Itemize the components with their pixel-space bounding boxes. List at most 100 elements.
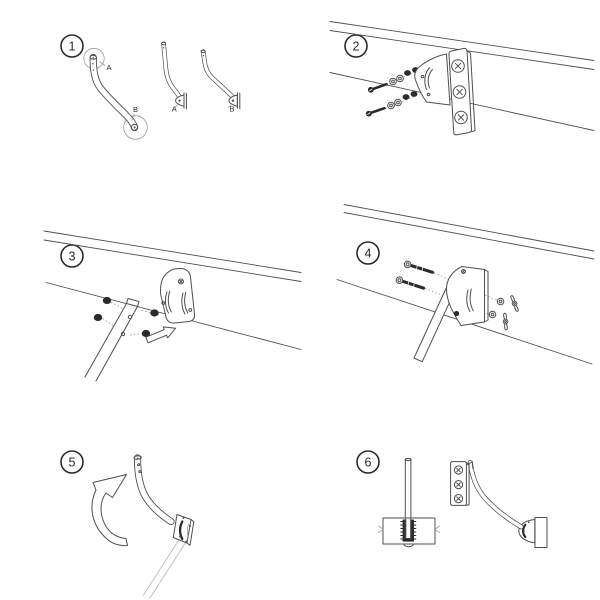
step-4-illustration: 4	[336, 204, 595, 365]
step-3-illustration: 3	[43, 230, 302, 382]
fascia-side	[534, 517, 548, 548]
arm-option-a: A	[161, 41, 187, 114]
label-b-leader	[131, 113, 135, 121]
label-end-a: A	[107, 63, 112, 72]
bracket-slots	[164, 290, 189, 315]
bolt-guides	[424, 272, 499, 315]
plate-screw	[453, 465, 464, 475]
bracket-hole	[453, 310, 460, 317]
step-3-badge: 3	[60, 244, 84, 268]
cap-nut	[404, 70, 411, 76]
center-tick-left	[378, 525, 384, 534]
fascia-front	[382, 517, 436, 545]
bracket-screw	[461, 269, 466, 274]
clamp	[400, 519, 417, 542]
step-4-badge: 4	[356, 241, 380, 265]
plate-screw	[454, 110, 468, 125]
step-2-illustration: 2	[329, 21, 595, 136]
plate-screw	[453, 480, 464, 490]
center-tick-right	[434, 525, 440, 534]
wall-bracket-a	[174, 92, 187, 110]
step-5-badge: 5	[60, 450, 84, 474]
clamp-foot	[403, 543, 414, 548]
corner-bracket	[414, 53, 451, 106]
previous-arm-position	[142, 539, 186, 599]
arm-hole	[120, 331, 126, 337]
bracket-slot	[424, 67, 433, 90]
arm-hole	[137, 463, 141, 467]
washer	[394, 98, 402, 107]
bolt-1	[403, 260, 435, 274]
corner-bracket	[518, 519, 536, 544]
wall-bracket-b	[227, 92, 241, 110]
step-1-number: 1	[69, 39, 76, 53]
arm-hole	[138, 470, 142, 474]
step-2-badge: 2	[344, 34, 368, 58]
end-b-highlight-circle	[123, 115, 148, 140]
bolt-2	[395, 276, 426, 290]
bracket-screw	[178, 278, 184, 285]
bracket-slot	[466, 288, 474, 312]
bolt-shaft	[372, 82, 388, 91]
cap-nut	[402, 94, 410, 100]
corner-bracket	[159, 268, 196, 324]
pole	[404, 457, 412, 539]
step-6-illustration: 6	[356, 450, 548, 548]
plate-screw	[451, 59, 465, 73]
cap-nut	[410, 91, 418, 97]
cap-plug	[102, 296, 112, 305]
corner-bracket	[172, 514, 195, 546]
cap-plug	[150, 309, 159, 317]
step-1-illustration: 1 A B	[60, 34, 241, 140]
washer	[396, 74, 404, 83]
arm-option-b: B	[200, 49, 241, 114]
bracket-slot	[178, 520, 184, 541]
bolt-shaft	[370, 106, 386, 114]
mounting-plate	[448, 47, 476, 136]
bolt-shaft	[409, 263, 435, 274]
plate-screw	[453, 494, 464, 504]
step-5-number: 5	[69, 455, 76, 469]
cap-plug	[93, 313, 103, 322]
step-4-number: 4	[365, 246, 372, 260]
rotation-arrow	[91, 474, 128, 547]
label-end-b: B	[133, 105, 138, 114]
label-a-leader	[99, 61, 106, 66]
arm-hole	[127, 314, 133, 320]
bolt-hardware-row-1	[367, 67, 421, 93]
cap-plug-guides	[102, 301, 151, 336]
bolt-head	[395, 276, 404, 285]
corner-bracket	[446, 266, 489, 326]
plate-depth-edge	[465, 462, 470, 506]
mounting-plate	[450, 461, 474, 506]
step-1-badge: 1	[60, 34, 84, 58]
side-view	[450, 460, 548, 548]
step-6-number: 6	[365, 455, 372, 469]
bolt-shaft	[401, 279, 426, 290]
step-2-number: 2	[353, 39, 360, 53]
arm-end-tab	[126, 298, 140, 307]
step-5-illustration: 5	[60, 450, 195, 599]
arm	[413, 281, 458, 363]
arm	[467, 460, 524, 530]
direction-arrow	[145, 326, 177, 344]
washer	[387, 101, 395, 110]
bolt-hardware-row-2	[365, 91, 425, 117]
arm	[84, 298, 140, 382]
plate-depth-edge	[466, 50, 476, 133]
base-plate-edge	[484, 269, 489, 323]
front-view	[378, 457, 440, 548]
washer	[389, 77, 397, 86]
step-6-badge: 6	[356, 450, 380, 474]
washer	[488, 310, 497, 319]
label-option-b: B	[230, 105, 235, 114]
bolt-head	[403, 260, 412, 269]
label-option-a: A	[172, 105, 177, 114]
washer	[496, 297, 505, 306]
bracket-depth-edge	[186, 519, 195, 546]
plate-top-tab	[465, 461, 474, 469]
curved-arm: A B	[83, 47, 148, 140]
plate-screw	[452, 85, 467, 99]
wing-nut	[497, 312, 514, 331]
